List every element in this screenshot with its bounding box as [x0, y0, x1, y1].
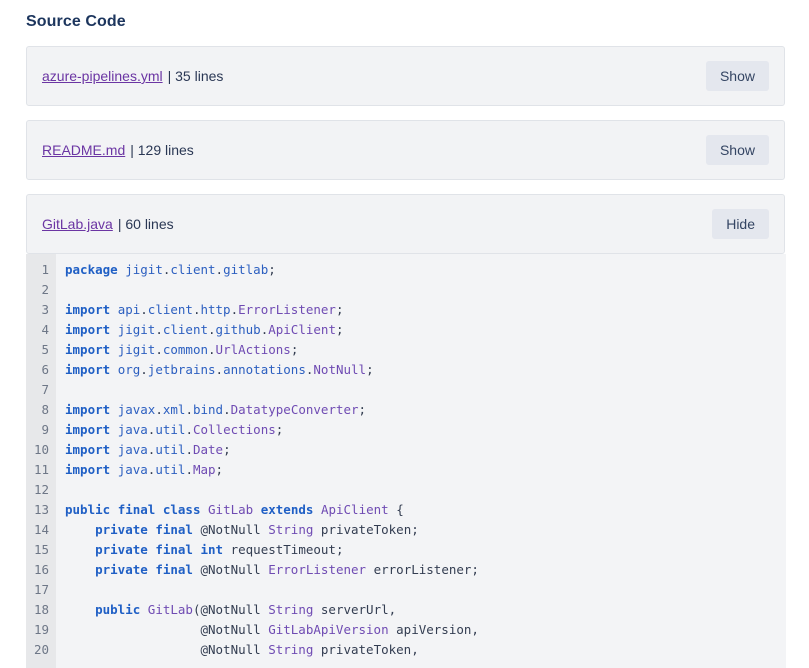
file-panels: azure-pipelines.yml | 35 lines Show READ… [26, 46, 785, 254]
code-line [65, 480, 786, 500]
line-number: 8 [41, 402, 49, 417]
line-number: 14 [33, 522, 49, 537]
line-number: 2 [41, 282, 49, 297]
line-number: 17 [33, 582, 49, 597]
line-number: 19 [33, 622, 49, 637]
code-line: private final int requestTimeout; [95, 542, 344, 557]
code-line: public final class GitLab extends ApiCli… [65, 502, 404, 517]
toggle-button[interactable]: Show [705, 135, 769, 165]
file-panel: README.md | 129 lines Show [26, 120, 785, 180]
code-line: import org.jetbrains.annotations.NotNull… [65, 362, 374, 377]
code-line: import jigit.client.github.ApiClient; [65, 322, 344, 337]
toggle-button[interactable]: Hide [712, 209, 769, 239]
code-content: package jigit.client.gitlab; import api.… [56, 254, 786, 668]
line-number: 15 [33, 542, 49, 557]
file-meta: | 129 lines [130, 142, 194, 158]
line-number: 13 [33, 502, 49, 517]
toggle-button[interactable]: Show [705, 61, 769, 91]
code-line: @NotNull GitLabApiVersion apiVersion, [65, 622, 479, 637]
code-line: import java.util.Map; [65, 462, 224, 477]
file-panel: azure-pipelines.yml | 35 lines Show [26, 46, 785, 106]
code-line [65, 380, 786, 400]
code-line [65, 580, 786, 600]
code-line: import javax.xml.bind.DatatypeConverter; [65, 402, 367, 417]
code-line: import java.util.Date; [65, 442, 231, 457]
page-title: Source Code [26, 13, 126, 30]
file-link[interactable]: GitLab.java [42, 216, 113, 232]
code-line: public GitLab(@NotNull String serverUrl, [95, 602, 397, 617]
file-meta: | 35 lines [167, 68, 224, 84]
line-number: 5 [41, 342, 49, 357]
file-meta: | 60 lines [117, 216, 174, 232]
line-number: 7 [41, 382, 49, 397]
code-line: import api.client.http.ErrorListener; [65, 302, 344, 317]
line-number: 9 [41, 422, 49, 437]
line-number: 6 [41, 362, 49, 377]
line-number: 16 [33, 562, 49, 577]
line-number: 4 [41, 322, 49, 337]
line-number: 12 [33, 482, 49, 497]
code-line: package jigit.client.gitlab; [65, 262, 276, 277]
line-number: 11 [33, 462, 49, 477]
line-number: 1 [41, 262, 49, 277]
file-link[interactable]: README.md [42, 142, 126, 158]
line-number: 18 [33, 602, 49, 617]
line-number: 20 [33, 642, 49, 657]
code-line: private final @NotNull ErrorListener err… [95, 562, 479, 577]
code-line: private final @NotNull String privateTok… [95, 522, 419, 537]
code-line [65, 280, 786, 300]
code-line: @NotNull String privateToken, [65, 642, 419, 657]
line-number: 3 [41, 302, 49, 317]
file-panel: GitLab.java | 60 lines Hide [26, 194, 785, 254]
code-line: import java.util.Collections; [65, 422, 284, 437]
line-number: 10 [33, 442, 49, 457]
file-link[interactable]: azure-pipelines.yml [42, 68, 163, 84]
code-line: import jigit.common.UrlActions; [65, 342, 299, 357]
